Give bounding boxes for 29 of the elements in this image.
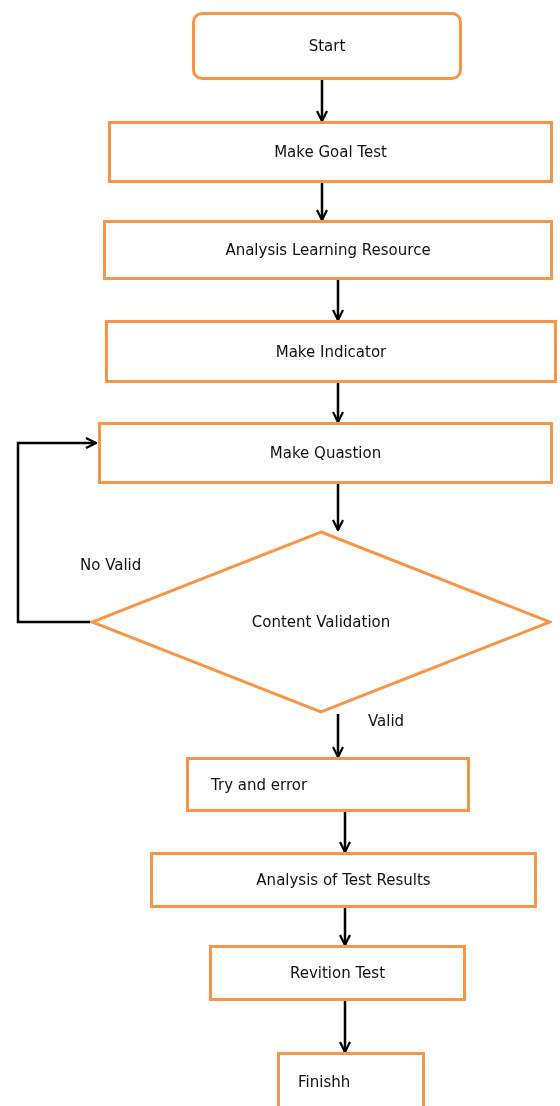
node-label: Make Goal Test [274,143,387,161]
end-box [277,1052,425,1106]
process-box [209,945,466,1001]
node-label: Content Validation [251,613,391,631]
node-label: Try and error [211,775,308,794]
node-label: Make Indicator [275,342,387,361]
process-box [98,422,553,484]
arrow [338,1001,352,1054]
node-label: Analysis of Test Results [256,871,431,889]
arrow [331,714,345,759]
arrow [315,80,329,123]
start-terminal [192,12,462,80]
process-box [186,757,470,812]
node-label: Revition Test [289,964,386,982]
node-label: Start [308,37,346,55]
arrow [16,436,98,624]
arrow [331,484,345,532]
node-label: Finishh [298,1073,351,1091]
node-label: Make Quastion [269,444,382,462]
arrow [338,812,352,854]
arrow [331,280,345,322]
arrow [338,908,352,947]
process-box [105,320,557,383]
process-box [103,220,553,280]
process-box [150,852,537,908]
process-box [108,121,553,183]
node-label: Analysis Learning Resource [225,241,431,259]
arrow [315,183,329,222]
arrow [331,383,345,424]
